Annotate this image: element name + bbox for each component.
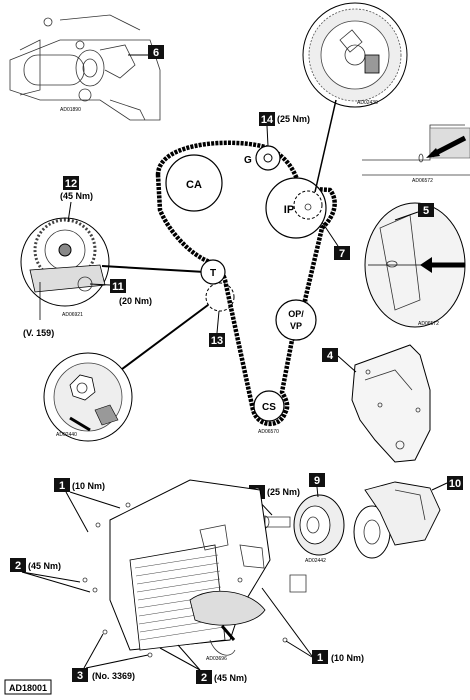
callout-1-top-badge [54,478,70,492]
callout-14-badge [259,112,275,126]
callout-2-bottom-num: 2 [201,672,207,684]
callout-13-badge [209,333,225,347]
image-code-right-b: AD06572 [418,321,439,327]
callout-14-num: 14 [261,114,274,126]
callout-1-bottom-num: 1 [317,652,323,664]
camshaft-detail [9,14,161,121]
timing-cover [351,344,431,463]
pulley-ca-label: CA [186,179,202,191]
callout-9-num: 9 [314,475,320,487]
tensioner-detail: AD02440 [43,352,133,442]
callout-12-torque: (45 Nm) [60,191,93,201]
callout-9-badge [309,473,325,487]
image-code-belt: AD06570 [258,429,279,435]
callout-1-bottom-torque: (10 Nm) [331,653,364,663]
callout-6-num: 6 [153,47,159,59]
callout-2-left-badge [10,558,26,572]
callout-5-badge [418,203,434,217]
callout-11-torque: (20 Nm) [119,296,152,306]
timing-mark-detail-upper: AD06572 [362,124,470,184]
figure-code: AD18001 [9,683,47,693]
image-code-sprocket: AD06921 [62,312,83,318]
callout-7-badge [334,246,350,260]
pulley-opvp-label-2: VP [290,321,302,331]
callout-4-badge [322,348,338,362]
pulley-t-label: T [210,268,216,279]
callout-1-top-torque: (10 Nm) [72,481,105,491]
callout-10-num: 10 [449,478,461,490]
callout-2-bottom-badge [196,670,212,684]
crankshaft-damper-detail: AD02442 [260,494,345,564]
pulley-ip-label: IP [284,204,294,216]
radiator-front-panel: AD03696 [82,479,307,662]
camshaft-sprocket-locking-detail: AD06921 [20,217,110,320]
tool-reference: (V. 159) [23,328,54,338]
callout-12-num: 12 [65,178,77,190]
callout-3-badge [72,668,88,682]
pulley-cs-label: CS [262,402,276,413]
callout-2-left-torque: (45 Nm) [28,561,61,571]
callout-5-num: 5 [423,205,429,217]
callout-6-badge [148,45,164,59]
image-code-right-a: AD06572 [412,178,433,184]
figure-code-box [4,679,52,695]
image-code-radiator: AD03696 [206,656,227,662]
callout-7-num: 7 [339,248,345,260]
camshaft-pulley [165,154,223,212]
timing-mark-detail-lower: AD06572 [364,202,466,328]
callout-13-num: 13 [211,335,223,347]
callout-3-num: 3 [77,670,83,682]
callout-12-badge [63,176,79,190]
callout-11-num: 11 [112,281,124,293]
callout-3-torque: (No. 3369) [92,671,135,681]
callout-2-bottom-torque: (45 Nm) [214,673,247,683]
image-code-tensioner: AD02440 [56,432,77,438]
oil-water-pump-pulley [275,299,317,341]
image-code-top-right: AD02439 [357,100,378,106]
lower-timing-cover [353,481,441,559]
callout-10-badge [447,476,463,490]
injection-pump-pulley [265,177,327,239]
crankshaft-pulley [253,390,285,422]
callout-14-torque: (25 Nm) [277,114,310,124]
callout-2-left-num: 2 [15,560,21,572]
tensioner-pulley [200,259,226,285]
pulley-opvp-label-1: OP/ [288,309,304,319]
image-code-top-left: AD01890 [60,107,81,113]
callout-1-bottom-badge [312,650,328,664]
callout-11-badge [110,279,126,293]
injection-pump-sprocket-detail: AD02439 [302,2,408,108]
image-code-damper: AD02442 [305,558,326,564]
callout-8-torque: (25 Nm) [267,487,300,497]
callout-4-num: 4 [327,350,334,362]
callout-1-top-num: 1 [59,480,65,492]
pulley-g-label: G [244,155,252,166]
